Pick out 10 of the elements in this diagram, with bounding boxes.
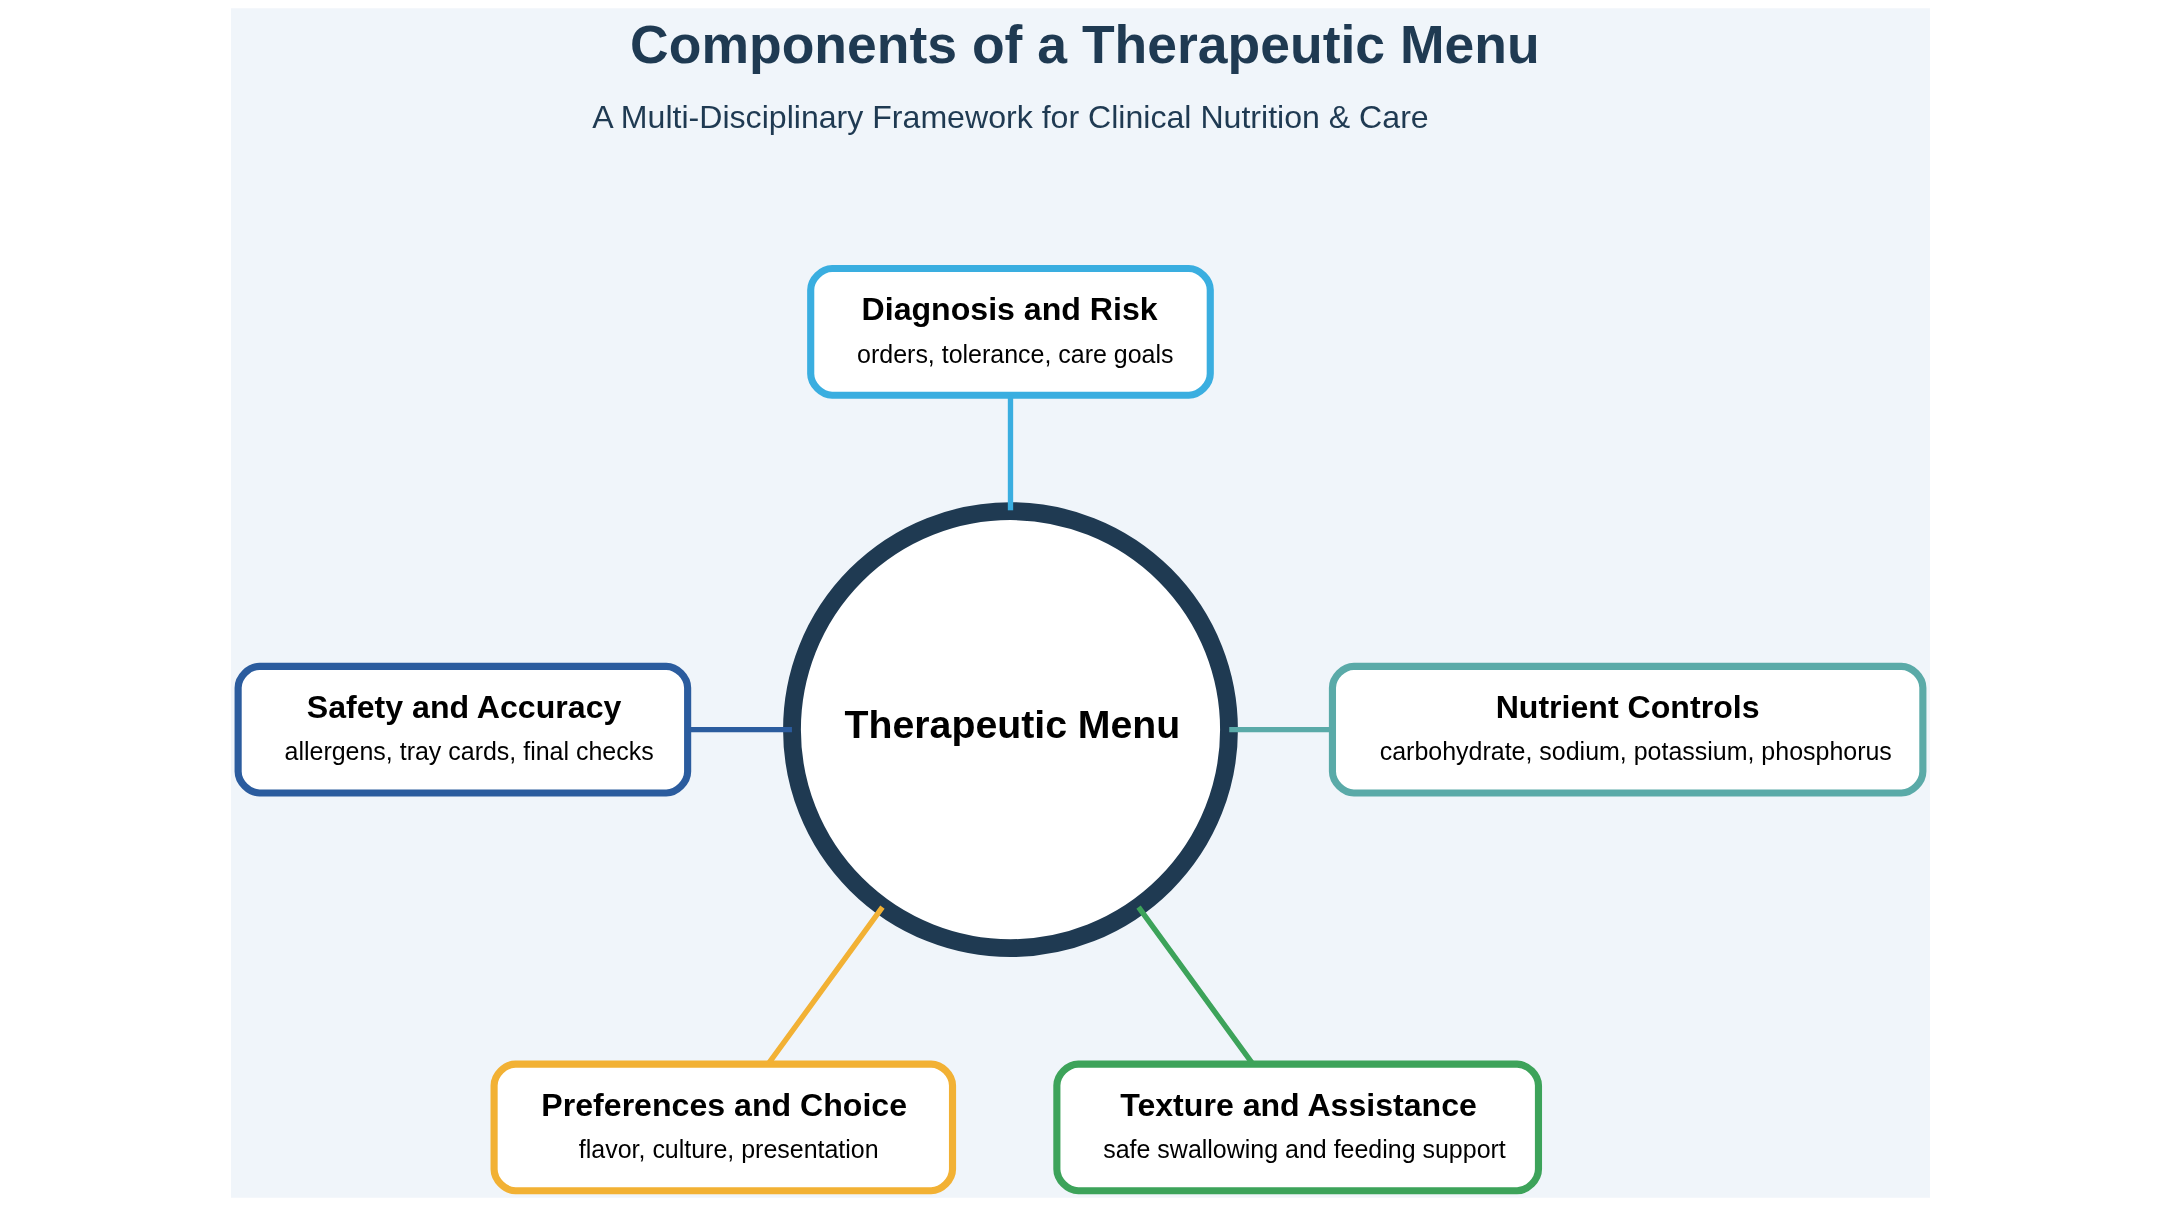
node-box: Nutrient Controls carbohydrate, sodium, potassium, phosphorus bbox=[1328, 662, 1926, 797]
node-circle: Therapeutic Menu bbox=[782, 502, 1238, 958]
node-box: Texture and Assistance safe swallowing and feeding support bbox=[1052, 1060, 1542, 1195]
connector bbox=[1228, 726, 1332, 733]
label: A Multi-Disciplinary Framework for Clinical Nutrition & Care bbox=[591, 99, 1429, 136]
node-box: Safety and Accuracy allergens, tray cards, final checks bbox=[234, 662, 691, 797]
diagram-title: Components of a Therapeutic Menu bbox=[629, 15, 1540, 75]
connector bbox=[1007, 395, 1013, 511]
node-box: Diagnosis and Risk orders, tolerance, care goals bbox=[806, 265, 1214, 399]
node-box: Preferences and Choice flavor, culture, presentation bbox=[490, 1060, 956, 1195]
